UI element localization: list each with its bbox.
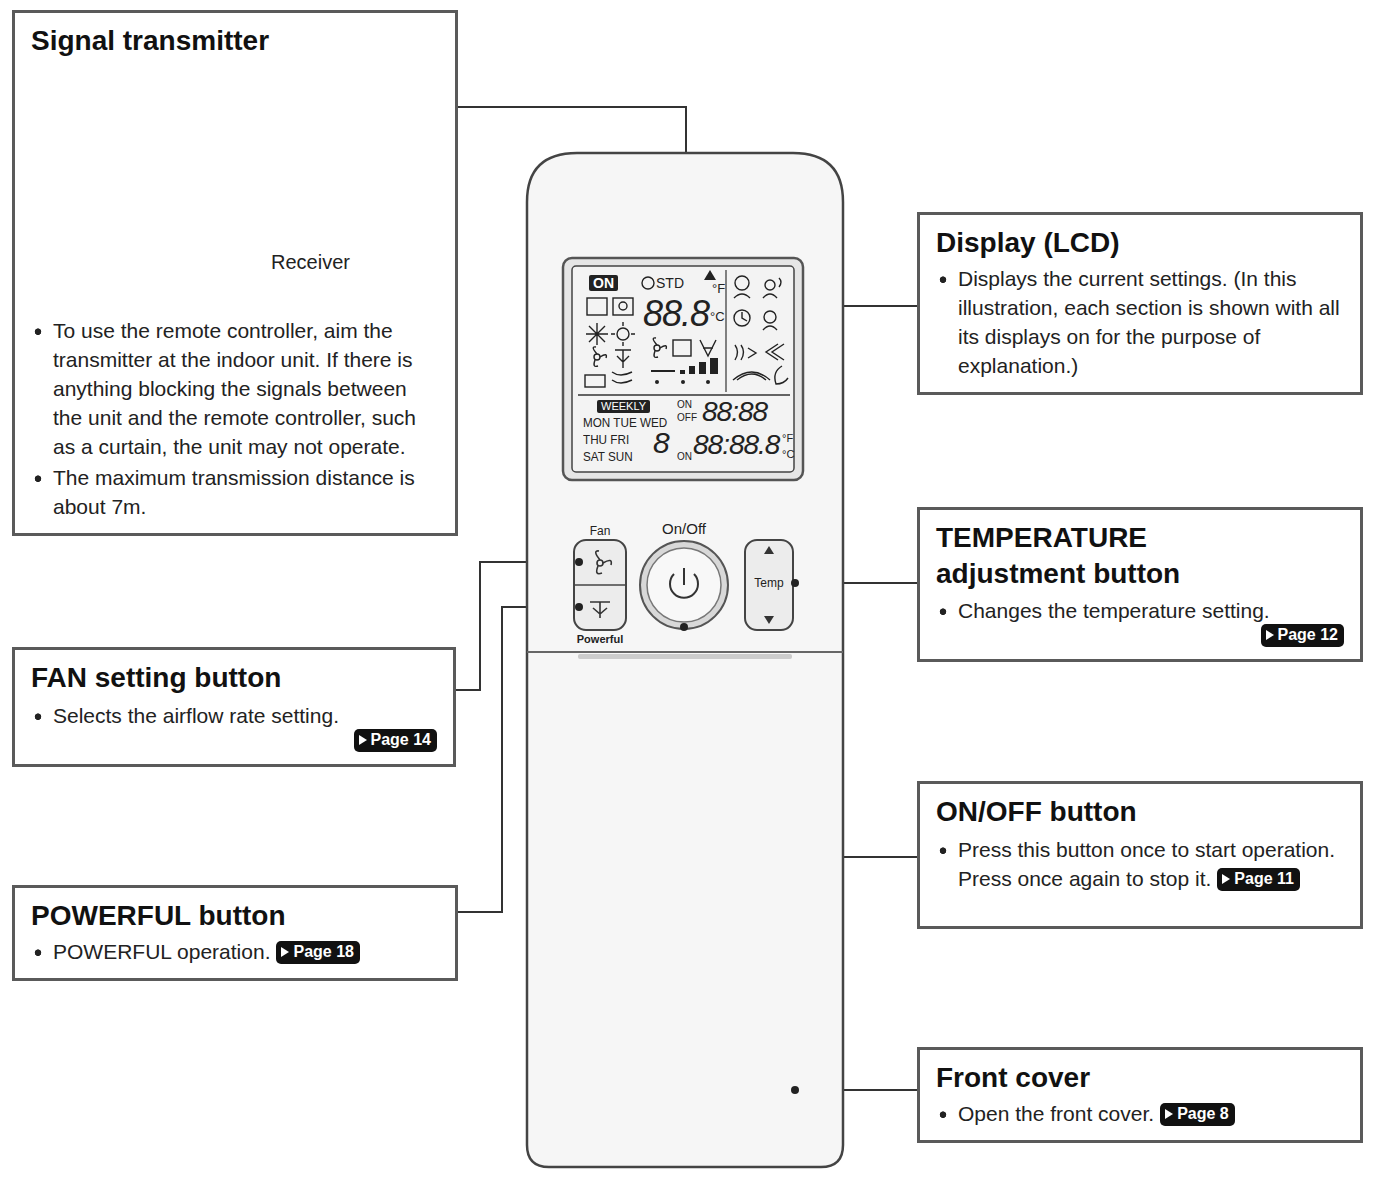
badge-triangle (359, 735, 367, 745)
badge-triangle (1222, 874, 1230, 884)
badge-row: Page 14 (31, 729, 437, 752)
lcd-segment: °C (710, 310, 725, 323)
callout-text: To use the remote controller, aim the tr… (53, 319, 416, 458)
callout-box: FAN setting buttonSelects the airflow ra… (12, 647, 456, 767)
page-badge: Page 18 (276, 941, 359, 964)
lcd-segment: WEEKLY (597, 400, 650, 413)
badge-triangle (1266, 630, 1274, 640)
callout-text: POWERFUL operation. (53, 940, 270, 963)
callout-text: Open the front cover. (958, 1102, 1154, 1125)
lcd-segment: 88:88.8 (693, 431, 779, 459)
bullet-item: To use the remote controller, aim the tr… (31, 317, 439, 462)
callout-heading: Front cover (936, 1060, 1344, 1096)
bullet-item: Changes the temperature setting. (936, 597, 1344, 626)
lcd-segment: SAT SUN (583, 450, 633, 463)
callout-heading: POWERFUL button (31, 898, 439, 934)
page-ref: Page 8 (1177, 1105, 1229, 1122)
bullet-item: Selects the airflow rate setting. (31, 702, 437, 731)
lcd-segment: ON (677, 400, 692, 410)
button-label: Powerful (577, 634, 623, 645)
lcd-segment: STD (656, 276, 684, 290)
lcd-segment: ON (677, 452, 692, 462)
lcd-segment: 8 (653, 428, 669, 458)
page-badge: Page 11 (1217, 868, 1300, 891)
lcd-segment: OFF (677, 413, 697, 423)
callout-box: Display (LCD) Displays the current settin… (917, 212, 1363, 395)
badge-triangle (281, 947, 289, 957)
callout-heading: Signal transmitter (31, 23, 439, 59)
lcd-segment: THU FRI (583, 433, 629, 446)
callout-box: ON/OFF buttonPress this button once to s… (917, 781, 1363, 929)
bullet-item: Displays the current settings. (In this … (936, 265, 1344, 381)
lcd-segment: 88:88 (702, 398, 767, 426)
page-ref: Page 11 (1234, 870, 1294, 887)
part-label: Receiver (271, 252, 350, 272)
callout-box: Signal transmitter To use the remote cont… (12, 10, 458, 536)
button-label: Temp (754, 577, 783, 589)
page-badge: Page 8 (1160, 1103, 1235, 1126)
page-ref: Page 14 (371, 731, 431, 748)
bullet-item: Open the front cover. Page 8 (936, 1100, 1344, 1129)
button-label: On/Off (662, 521, 706, 536)
page-ref: Page 18 (293, 943, 353, 960)
bullet-item: Press this button once to start operatio… (936, 836, 1344, 894)
callout-heading: Display (LCD) (936, 225, 1344, 261)
badge-triangle (1165, 1109, 1173, 1119)
callout-heading: TEMPERATURE adjustment button (936, 520, 1236, 593)
page-badge: Page 14 (354, 729, 437, 752)
page-badge: Page 12 (1261, 624, 1344, 647)
page-ref: Page 12 (1278, 626, 1338, 643)
lcd-segment: °F (782, 433, 793, 444)
bullet-item: POWERFUL operation. Page 18 (31, 938, 439, 967)
callout-text: Displays the current settings. (In this … (958, 267, 1340, 377)
callout-box: POWERFUL buttonPOWERFUL operation. Page 1… (12, 885, 458, 981)
callout-text: Selects the airflow rate setting. (53, 704, 339, 727)
callout-heading: ON/OFF button (936, 794, 1344, 830)
button-label: Fan (590, 525, 611, 537)
callout-text: The maximum transmission distance is abo… (53, 466, 415, 518)
callout-heading: FAN setting button (31, 660, 437, 696)
callout-text: Changes the temperature setting. (958, 599, 1270, 622)
lcd-segment: °C (782, 449, 794, 460)
badge-row: Page 12 (936, 624, 1344, 647)
bullet-item: The maximum transmission distance is abo… (31, 464, 439, 522)
remote-controller (527, 153, 843, 1167)
lcd-segment: °F (712, 282, 725, 295)
callout-box: TEMPERATURE adjustment buttonChanges the… (917, 507, 1363, 662)
lcd-segment: 88.8 (643, 296, 709, 332)
callout-box: Front coverOpen the front cover. Page 8 (917, 1047, 1363, 1143)
lcd-segment: ON (589, 275, 618, 291)
